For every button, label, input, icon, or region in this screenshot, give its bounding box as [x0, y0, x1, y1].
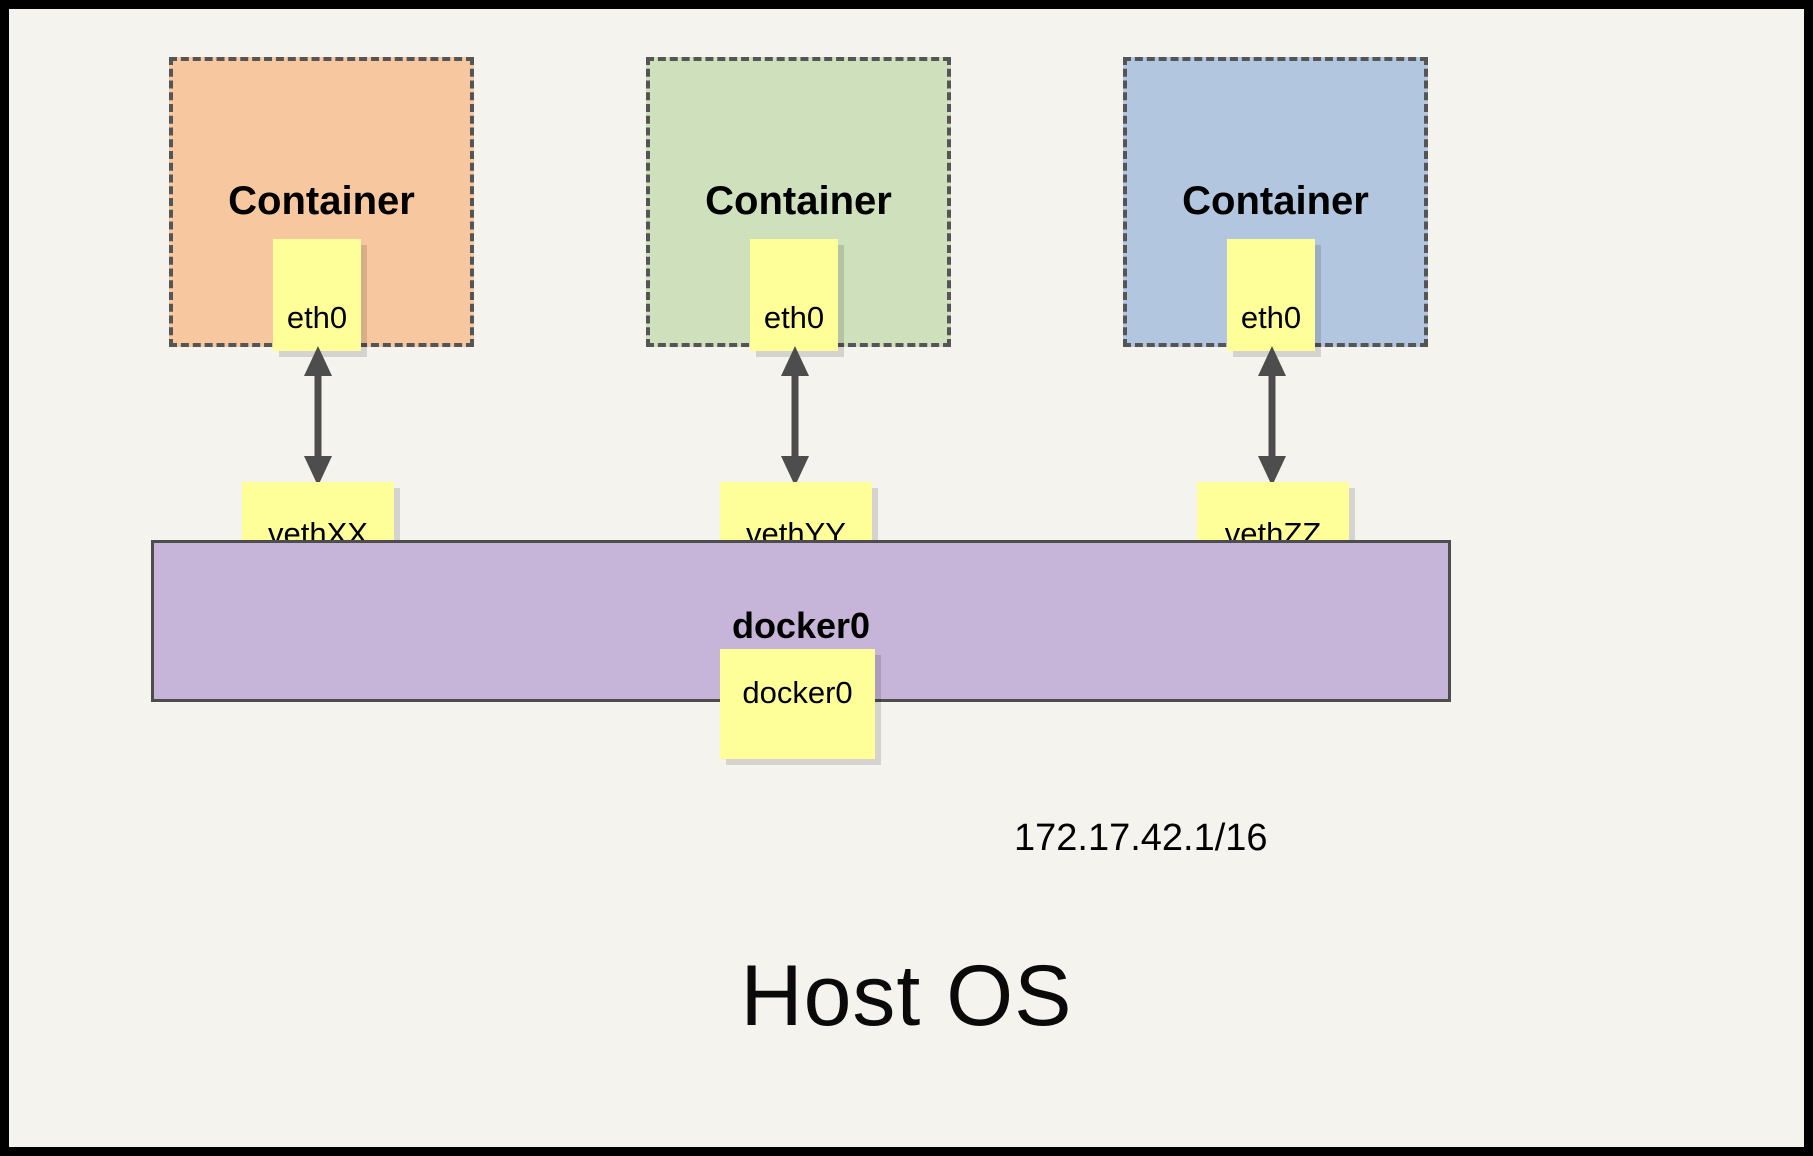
eth0-label-2: eth0 — [763, 300, 825, 335]
eth0-box-3: eth0 — [1227, 239, 1315, 351]
docker0-interface-label: docker0 — [742, 675, 853, 710]
host-os-label: Host OS — [740, 948, 1073, 1044]
veth-link-arrow-3 — [1255, 346, 1289, 486]
eth0-box-1: eth0 — [273, 239, 361, 351]
container-title-3: Container — [1182, 179, 1369, 223]
docker0-bridge-label: docker0 — [731, 605, 871, 646]
container-title-2: Container — [705, 179, 892, 223]
eth0-box-2: eth0 — [750, 239, 838, 351]
eth0-label-1: eth0 — [286, 300, 348, 335]
container-box-2: Container — [646, 57, 951, 347]
veth-link-arrow-1 — [301, 346, 335, 486]
eth0-label-3: eth0 — [1240, 300, 1302, 335]
container-title-1: Container — [228, 179, 415, 223]
docker0-interface-box: docker0 — [720, 649, 875, 759]
veth-link-arrow-2 — [778, 346, 812, 486]
docker0-ip-label: 172.17.42.1/16 — [1014, 817, 1268, 859]
